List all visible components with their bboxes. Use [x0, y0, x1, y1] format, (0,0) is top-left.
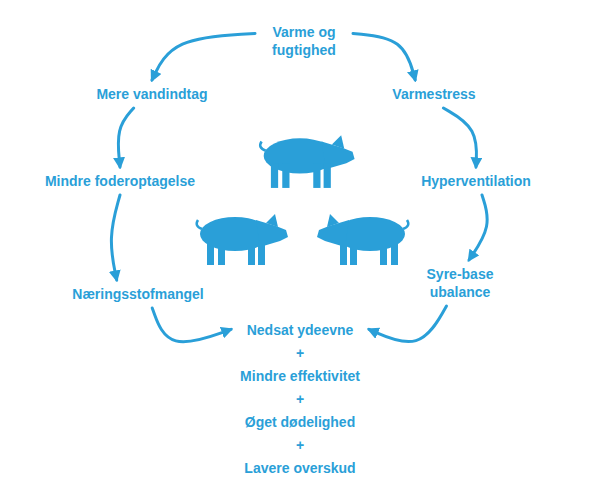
- node-text: Hyperventilation: [420, 172, 532, 190]
- text-node: Mere vandindtag: [91, 84, 213, 104]
- node-text: Varmestress: [391, 85, 477, 103]
- text-node: Hyperventilation: [416, 171, 536, 191]
- node-text: Lavere overskud: [239, 457, 361, 480]
- flow-arrow: [469, 195, 487, 260]
- flow-arrow: [118, 108, 133, 167]
- text-node: Næringsstofmangel: [67, 284, 209, 304]
- node-text: +: [239, 388, 361, 411]
- sow-silhouette: [260, 135, 354, 188]
- flow-arrow: [152, 308, 231, 342]
- text-node: Nedsat ydeevne+Mindre effektivitet+Øget …: [235, 318, 365, 481]
- flow-arrow: [152, 33, 255, 80]
- node-text: Mere vandindtag: [95, 85, 209, 103]
- pig-silhouette: [197, 214, 288, 265]
- node-text: +: [239, 342, 361, 365]
- text-node: Varmestress: [387, 84, 481, 104]
- node-text: Mindre foderoptagelse: [44, 172, 197, 190]
- node-text: Mindre effektivitet: [239, 365, 361, 388]
- node-text: Nedsat ydeevne: [239, 319, 361, 342]
- node-text: Syre-base ubalance: [419, 265, 501, 301]
- flow-arrow: [369, 306, 447, 342]
- text-node: Mindre foderoptagelse: [40, 171, 201, 191]
- node-text: +: [239, 434, 361, 457]
- text-node: Varme og fugtighed: [259, 22, 349, 60]
- node-text: Øget dødelighed: [239, 411, 361, 434]
- flow-arrow: [111, 195, 120, 280]
- flow-arrow: [353, 33, 415, 80]
- pig-silhouette: [317, 214, 408, 265]
- node-text: Varme og fugtighed: [263, 23, 345, 59]
- node-text: Næringsstofmangel: [71, 285, 205, 303]
- flow-arrow: [443, 108, 476, 167]
- text-node: Syre-base ubalance: [415, 264, 505, 302]
